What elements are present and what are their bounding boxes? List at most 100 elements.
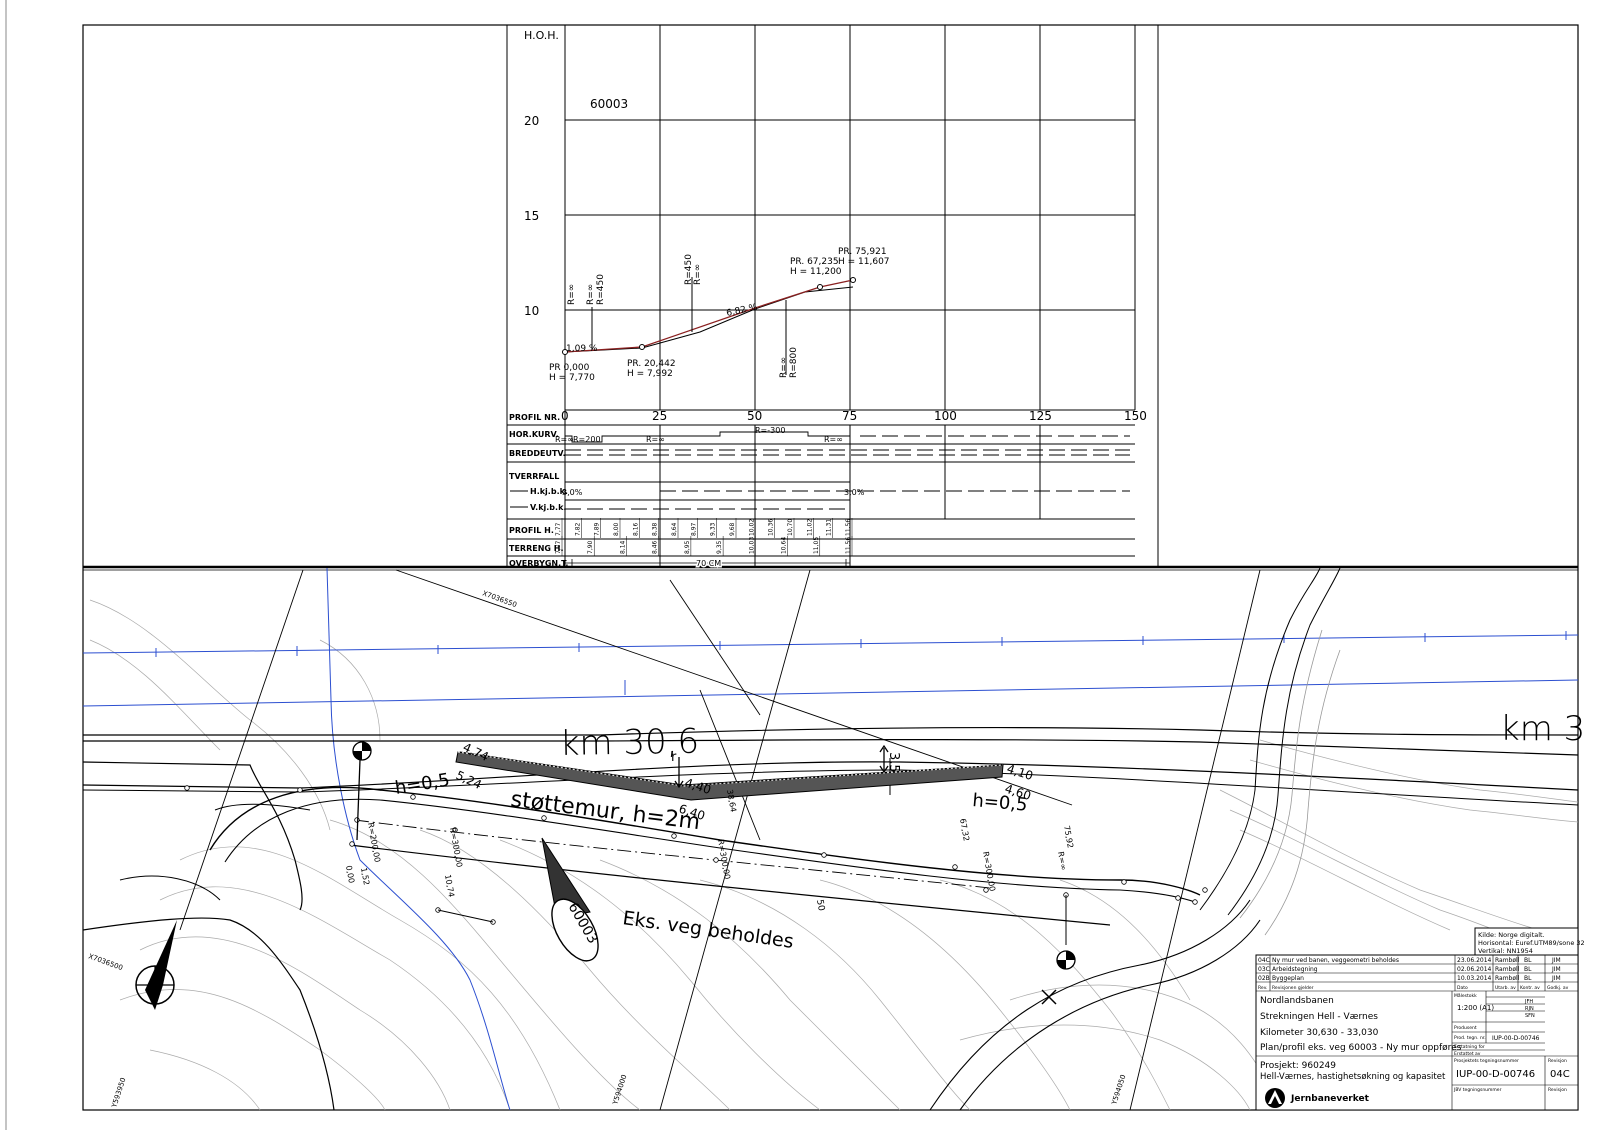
row-label-tverrfall: TVERRFALL xyxy=(509,472,559,481)
row-label-vkjbk: V.kj.b.k. xyxy=(530,503,566,512)
profil-h-value-15: 11,56 xyxy=(845,519,852,536)
tverrfall-b: 3,0% xyxy=(844,488,865,497)
project-name: Hell-Værnes, hastighetsøkning og kapasit… xyxy=(1260,1072,1446,1082)
profil-h-value-14: 11,31 xyxy=(826,519,833,536)
r-300c: R=300,00 xyxy=(981,851,997,892)
x-tick-125: 125 xyxy=(1029,409,1052,423)
sta-152: 1,52 xyxy=(359,867,371,886)
org-name: Jernbaneverket xyxy=(1290,1094,1370,1104)
revision-date-2: 10.03.2014 xyxy=(1457,975,1492,982)
pr-75-2: H = 11,607 xyxy=(838,257,890,267)
profil-h-value-12: 10,70 xyxy=(787,519,794,536)
horkurv-2: R=200 xyxy=(573,435,601,444)
source-line-1: Kilde: Norge digitalt. xyxy=(1478,931,1545,939)
sta-50: 50 xyxy=(814,899,826,912)
north-arrow xyxy=(135,920,177,1010)
profil-h-value-4: 8,16 xyxy=(632,522,639,536)
band-row-labels: PROFIL NR. HOR.KURV. BREDDEUTV. TVERRFAL… xyxy=(509,413,568,568)
revision-by-1: Rambøll xyxy=(1495,966,1520,973)
profil-h-value-9: 9,68 xyxy=(729,522,736,536)
grade-label-1: 1,09 % xyxy=(566,344,598,354)
profil-h-value-13: 11,02 xyxy=(806,519,813,536)
sta-3864: 38,64 xyxy=(725,789,738,813)
field-erstattet: Erstattet av xyxy=(1454,1051,1481,1057)
sta-7592: 75,92 xyxy=(1062,825,1075,849)
jbv-no-label: JBV tegningsnummer xyxy=(1453,1087,1502,1093)
km-label: km 30,6 xyxy=(559,722,699,764)
revision-chk-1: BL xyxy=(1524,966,1532,973)
row-label-hkjbk: H.kj.b.k. xyxy=(530,487,568,496)
rev-h-utarb: Utarb. av xyxy=(1495,985,1516,991)
horkurv-1: R=∞ xyxy=(555,435,574,444)
coord-y2: Y594000 xyxy=(611,1074,628,1107)
row-label-breddeutv: BREDDEUTV. xyxy=(509,449,566,458)
dim-524: 5,24 xyxy=(454,768,484,792)
source-line-3: Vertikal: NN1954 xyxy=(1478,947,1533,955)
hoh-label: H.O.H. xyxy=(524,29,559,42)
h05-label-b: h=0,5 xyxy=(972,790,1029,816)
terreng-h-value-0: 7,77 xyxy=(555,540,562,554)
profile-band-table xyxy=(507,424,1135,567)
y-tick-20: 20 xyxy=(524,114,539,128)
field-produsent: Produsent xyxy=(1454,1025,1477,1031)
initial-1: JFH xyxy=(1524,999,1533,1005)
source-line-2: Horisontal: Euref.UTM89/sone 32 xyxy=(1478,939,1585,947)
profil-h-value-11: 10,36 xyxy=(768,519,775,536)
survey-marker-1 xyxy=(352,741,372,841)
rev-h-rev: Rev. xyxy=(1258,985,1267,991)
revision-by-0: Rambøll xyxy=(1495,957,1520,964)
profil-h-value-8: 9,33 xyxy=(710,522,717,536)
profil-h-value-1: 7,82 xyxy=(574,522,581,536)
title-block: Kilde: Norge digitalt. Horisontal: Euref… xyxy=(1255,927,1585,1111)
terrain-line xyxy=(564,286,854,353)
sta-6732: 67,32 xyxy=(958,818,971,842)
rev-h-godkj: Godkj. av xyxy=(1547,985,1569,991)
profil-h-value-10: 10,02 xyxy=(748,519,755,536)
scale-label: Målestokk xyxy=(1454,992,1477,999)
profile-grid xyxy=(506,25,1159,567)
row-label-profil-nr: PROFIL NR. xyxy=(509,413,560,422)
terreng-h-value-7: 10,64 xyxy=(781,537,788,554)
profile-id: 60003 xyxy=(590,97,628,111)
terreng-h-value-8: 11,05 xyxy=(813,537,820,554)
section-lines xyxy=(179,569,1261,1111)
terreng-h-value-3: 8,46 xyxy=(652,540,659,554)
revision-desc-2: Byggeplan xyxy=(1272,975,1304,982)
tverrfall-a: 3,0% xyxy=(562,488,583,497)
x-tick-75: 75 xyxy=(842,409,857,423)
dim-35-arrow xyxy=(674,744,889,789)
survey-marker-2 xyxy=(1056,950,1076,970)
revision-date-0: 23.06.2014 xyxy=(1457,957,1492,964)
bubble-leader xyxy=(541,837,599,962)
revision-label-2: Revisjon xyxy=(1548,1087,1567,1093)
h05-label-a: h=0,5 xyxy=(393,770,451,799)
initial-3: SFN xyxy=(1525,1013,1535,1019)
profil-h-value-5: 8,38 xyxy=(652,522,659,536)
pr-75-1: PR. 75,921 xyxy=(838,247,887,257)
pr-mid-2: H = 7,992 xyxy=(627,369,673,379)
prod-no-value: IUP-00-D-00746 xyxy=(1492,1035,1540,1042)
sta-000: 0,00 xyxy=(344,865,356,884)
x-tick-25: 25 xyxy=(652,409,667,423)
r-inf: R=∞ xyxy=(1056,851,1068,871)
revision-app-0: JIM xyxy=(1551,957,1561,964)
x-tick-50: 50 xyxy=(747,409,762,423)
initial-2: RJN xyxy=(1525,1006,1534,1012)
vc-label-f: R=∞ xyxy=(779,357,789,378)
project-line-4: Plan/profil eks. veg 60003 - Ny mur oppf… xyxy=(1260,1043,1462,1053)
revision-rev-0: 04C xyxy=(1258,957,1270,964)
terreng-h-value-9: 11,56 xyxy=(845,537,852,554)
revision-chk-0: BL xyxy=(1524,957,1532,964)
project-no: Prosjekt: 960249 xyxy=(1260,1061,1336,1071)
scale-value: 1:200 (A1) xyxy=(1457,1004,1494,1012)
profile-lines xyxy=(562,277,856,375)
revision-date-1: 02.06.2014 xyxy=(1457,966,1492,973)
design-grade-line xyxy=(564,279,854,353)
x-tick-100: 100 xyxy=(934,409,957,423)
y-tick-10: 10 xyxy=(524,304,539,318)
revision-rev-1: 03C xyxy=(1258,966,1270,973)
vc-label-a: R=∞ xyxy=(567,284,577,305)
pr-mid-1: PR. 20,442 xyxy=(627,359,676,369)
